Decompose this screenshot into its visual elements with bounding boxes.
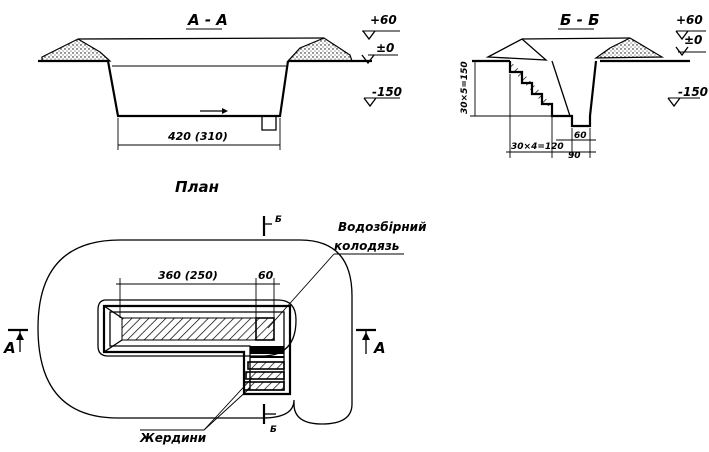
plan-length-dim: 360 (250) (158, 269, 218, 282)
plan-width-dim: 60 (258, 269, 274, 282)
level-bb-zero: ±0 (684, 33, 702, 47)
dimension-aa-width: 420 (310) (117, 118, 281, 150)
label-well-line2: колодязь (334, 239, 399, 253)
label-poles: Жердини (139, 431, 207, 445)
plan-outer-contour (37, 239, 353, 425)
cut-line-b: Б Б (262, 215, 282, 435)
level-bb-top: +60 (676, 13, 703, 27)
level-aa-top: +60 (370, 13, 397, 27)
level-aa-zero: ±0 (376, 41, 394, 55)
poles-steps (243, 346, 285, 391)
level-marks-bb: +60 ±0 -150 (667, 13, 708, 108)
plan-dimensions: 360 (250) 60 (116, 269, 280, 318)
cut-b-top-label: Б (275, 215, 282, 225)
plan-inner-contour (97, 299, 297, 357)
section-bb-title: Б - Б (560, 11, 600, 29)
dimension-bb-bottom: 30×4=120 60 90 (506, 74, 596, 161)
trench-bottom-hatch (121, 317, 257, 341)
level-aa-bottom: -150 (372, 85, 402, 99)
cut-b-bottom-label: Б (270, 425, 277, 435)
level-bb-bottom: -150 (678, 85, 708, 99)
spoil-mound-bb-left (485, 38, 548, 61)
cut-a-right-label: А (373, 339, 386, 357)
callout-well: Водозбірний колодязь (267, 220, 427, 329)
plan-title: План (175, 178, 219, 196)
cut-line-a: А А (3, 328, 386, 357)
plan-view: План 360 (250) (3, 178, 427, 445)
water-collection-well (255, 317, 275, 341)
pit-aa (106, 60, 290, 118)
dim-bb-60-text: 60 (574, 131, 587, 141)
cut-a-left-label: А (3, 339, 16, 357)
dim-bb-steps-text: 30×4=120 (511, 142, 564, 152)
callout-poles: Жердини (139, 377, 253, 445)
section-aa: А - А +60 ±0 -150 (38, 11, 402, 150)
section-bb: Б - Б +60 ±0 -150 30×5=150 (460, 11, 708, 161)
dim-aa-width-text: 420 (310) (167, 130, 228, 143)
dim-bb-height-text: 30×5=150 (460, 61, 470, 114)
level-marks-aa: +60 ±0 -150 (361, 13, 402, 108)
spoil-mound-right (286, 37, 353, 62)
section-aa-title: А - А (187, 11, 228, 29)
spoil-mound-bb-right (594, 37, 665, 59)
dim-bb-90-text: 90 (568, 151, 581, 161)
label-well-line1: Водозбірний (338, 220, 427, 234)
dimension-bb-height: 30×5=150 (460, 61, 552, 117)
spoil-mound-left (41, 38, 112, 62)
